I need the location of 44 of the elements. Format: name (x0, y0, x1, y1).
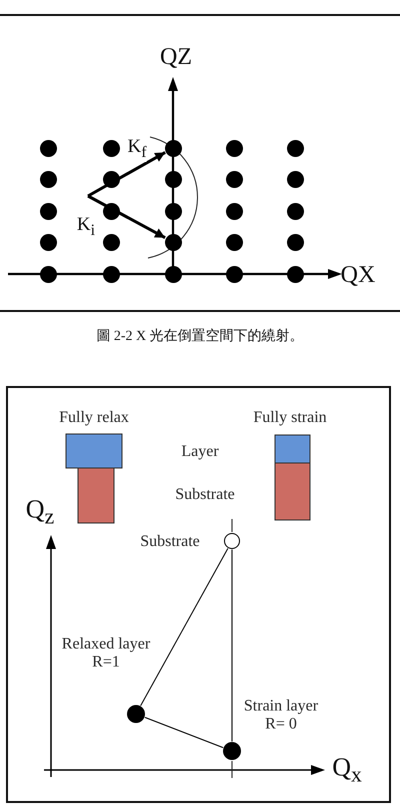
lattice-point (40, 170, 56, 188)
lattice-point (102, 170, 120, 188)
peak-label: Substrate (140, 532, 200, 552)
lattice-point (102, 202, 120, 220)
layer-peak (223, 742, 241, 760)
lattice-point (164, 234, 182, 250)
lattice-point (226, 234, 242, 250)
axis-label: QZ (160, 44, 192, 72)
lattice-point (102, 266, 120, 282)
lattice-point (164, 202, 182, 220)
vector-arrow (87, 194, 166, 240)
lattice-point (226, 266, 242, 282)
lattice-point (226, 170, 242, 188)
lattice-point (164, 266, 182, 282)
figure-caption: 圖 2-2 X 光在倒置空間下的繞射。 (96, 328, 304, 346)
lattice-point (40, 140, 56, 156)
peak-label: Strain layer R= 0 (242, 698, 320, 734)
material-label: Substrate (175, 486, 235, 504)
peak-label: Relaxed layer R=1 (60, 636, 152, 672)
lattice-point (226, 140, 242, 156)
material-label: Layer (181, 442, 219, 462)
sample-label: Fully relax (59, 408, 129, 428)
lattice-point (40, 266, 56, 282)
lattice-point (40, 202, 56, 220)
lattice-point (164, 140, 182, 156)
lattice-point (40, 234, 56, 250)
lattice-point (286, 170, 304, 188)
layer-peak (127, 705, 145, 723)
lattice-point (286, 266, 304, 282)
lattice-point (102, 234, 120, 250)
lattice-point (102, 140, 120, 156)
lattice-point (286, 140, 304, 156)
axis-label: Q$_{z}$ (26, 494, 54, 530)
lattice-point (286, 234, 304, 250)
substrate-peak (224, 533, 240, 549)
lattice-point (226, 202, 242, 220)
vector-arrow (87, 151, 166, 198)
axis-label: Q$_{x}$ (332, 752, 362, 788)
lattice-point (286, 202, 304, 220)
connector-line (144, 716, 224, 748)
lattice-point (164, 170, 182, 188)
connector-line (140, 548, 228, 706)
sample-label: Fully strain (253, 408, 327, 428)
axis-label: QX (340, 262, 376, 290)
